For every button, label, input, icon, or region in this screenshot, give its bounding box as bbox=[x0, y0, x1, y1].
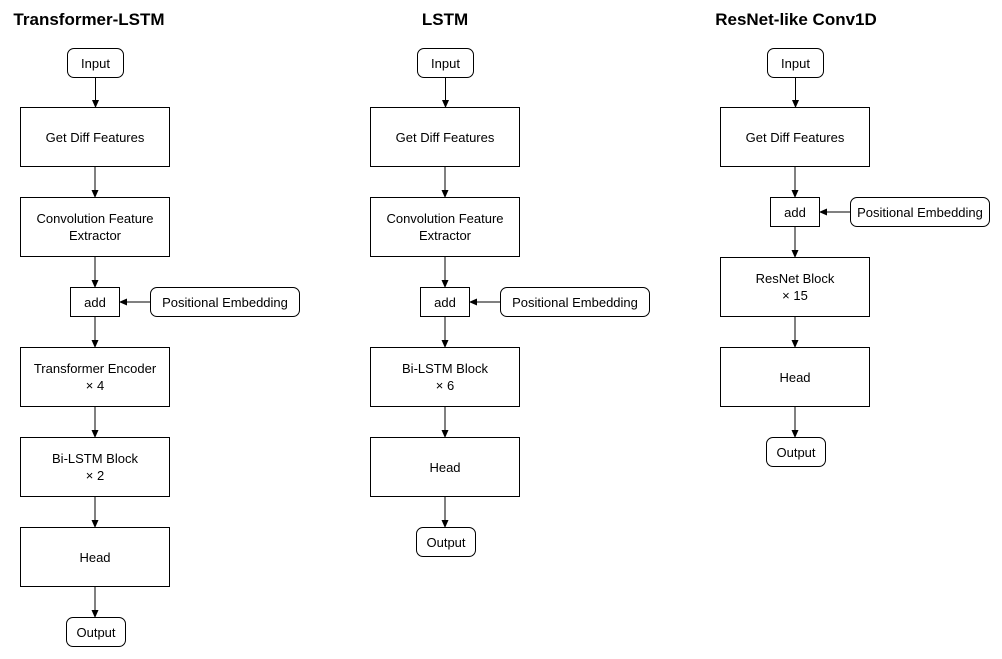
input-node: Input bbox=[67, 48, 124, 78]
head-node: Head bbox=[370, 437, 520, 497]
bi-lstm-block-node: Bi-LSTM Block × 2 bbox=[20, 437, 170, 497]
input-node: Input bbox=[417, 48, 474, 78]
output-node: Output bbox=[416, 527, 476, 557]
positional-embedding-node: Positional Embedding bbox=[150, 287, 300, 317]
add-node: add bbox=[420, 287, 470, 317]
transformer-encoder-node: Transformer Encoder × 4 bbox=[20, 347, 170, 407]
diagram-title: Transformer-LSTM bbox=[13, 10, 165, 29]
bi-lstm-block-node: Bi-LSTM Block × 6 bbox=[370, 347, 520, 407]
output-node: Output bbox=[766, 437, 826, 467]
convolution-feature-extractor-node: Convolution Feature Extractor bbox=[370, 197, 520, 257]
get-diff-features-node: Get Diff Features bbox=[370, 107, 520, 167]
diagram-title: LSTM bbox=[421, 10, 469, 29]
output-node: Output bbox=[66, 617, 126, 647]
get-diff-features-node: Get Diff Features bbox=[20, 107, 170, 167]
positional-embedding-node: Positional Embedding bbox=[500, 287, 650, 317]
add-node: add bbox=[770, 197, 820, 227]
diagram-title: ResNet-like Conv1D bbox=[715, 10, 877, 29]
input-node: Input bbox=[767, 48, 824, 78]
get-diff-features-node: Get Diff Features bbox=[720, 107, 870, 167]
add-node: add bbox=[70, 287, 120, 317]
convolution-feature-extractor-node: Convolution Feature Extractor bbox=[20, 197, 170, 257]
resnet-block-node: ResNet Block × 15 bbox=[720, 257, 870, 317]
head-node: Head bbox=[20, 527, 170, 587]
head-node: Head bbox=[720, 347, 870, 407]
positional-embedding-node: Positional Embedding bbox=[850, 197, 990, 227]
